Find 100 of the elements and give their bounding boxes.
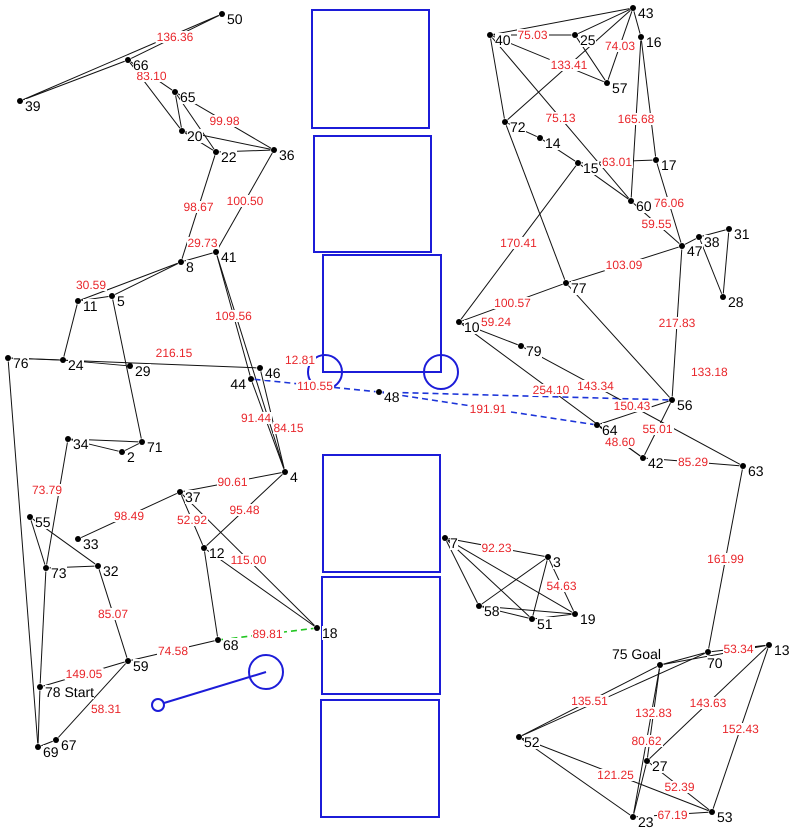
edge-line — [508, 122, 538, 138]
edge-line — [447, 540, 530, 618]
edge-label: 85.29 — [676, 456, 710, 468]
edge-line — [684, 238, 696, 245]
edge-label: 143.63 — [688, 697, 728, 709]
edge-label: 216.15 — [154, 347, 194, 359]
edge-line — [40, 571, 46, 684]
edge-line — [578, 8, 630, 34]
graph-vertex: 4 — [282, 469, 300, 485]
edge-label: 152.43 — [721, 722, 760, 734]
edge-label: 115.00 — [230, 554, 268, 566]
edge-line — [184, 252, 214, 262]
edge-label: 85.07 — [96, 608, 130, 620]
edge-label: 121.25 — [596, 768, 635, 780]
edge-line — [462, 322, 518, 346]
edge-line — [206, 550, 315, 626]
edge-label: 48.60 — [604, 436, 636, 448]
edge-line — [702, 229, 726, 237]
edge-label: 100.50 — [226, 195, 264, 207]
edge-label: 150.43 — [612, 400, 652, 412]
edge-line — [490, 38, 505, 120]
edge-line — [32, 518, 96, 564]
edge-line — [568, 285, 670, 398]
edge-label: 83.10 — [135, 70, 168, 82]
edge-line — [522, 652, 706, 736]
edge-label: 98.67 — [182, 201, 215, 213]
edge-line — [8, 361, 38, 744]
edge-label: 59.55 — [640, 218, 673, 230]
edge-line — [521, 738, 631, 816]
edge-label: 149.05 — [64, 668, 104, 680]
edge-line — [640, 40, 656, 158]
edge-line — [506, 124, 566, 280]
edge-line — [71, 438, 139, 442]
graph-vertex: 2 — [119, 449, 137, 465]
graph-vertex: 7 — [442, 535, 460, 551]
edge-line — [534, 614, 572, 620]
edge-line — [460, 165, 576, 320]
edge-label: 29.73 — [186, 237, 219, 249]
edge-line — [649, 646, 767, 760]
edge-line — [46, 442, 68, 566]
edge-label: 109.56 — [214, 310, 253, 322]
edge-label: 90.61 — [216, 476, 249, 488]
graph-vertex: 3 — [545, 554, 563, 570]
edge-line — [30, 520, 46, 566]
edge-line — [712, 648, 768, 810]
edge-label: 92.23 — [480, 542, 513, 554]
edge-line — [184, 131, 272, 150]
edge-label: 52.92 — [176, 514, 208, 526]
edge-line — [542, 139, 576, 162]
graph-vertex: 8 — [178, 259, 196, 275]
edge-label: 165.68 — [616, 113, 656, 125]
edge-line — [630, 40, 642, 198]
edge-line — [708, 468, 743, 650]
edge-line — [633, 10, 641, 34]
edge-label: 161.99 — [706, 553, 745, 565]
edge-line — [722, 232, 730, 294]
edge-label: 84.15 — [272, 422, 305, 434]
edge-label: 100.57 — [493, 296, 532, 308]
edge-label: 110.55 — [296, 380, 334, 392]
edge-line — [204, 550, 218, 638]
edge-label: 52.39 — [663, 780, 696, 792]
edge-line — [481, 558, 546, 604]
edge-label: 132.83 — [634, 707, 673, 719]
edge-line — [58, 663, 126, 738]
weight-label: 12.81 — [284, 354, 316, 366]
edge-label: 217.83 — [658, 317, 696, 329]
edge-line — [532, 560, 548, 616]
edge-line — [176, 94, 215, 150]
edge-line — [49, 566, 95, 568]
edge-label: 99.98 — [208, 115, 241, 127]
edge-label: 135.51 — [570, 695, 609, 707]
edge-line — [112, 298, 142, 440]
edge-line — [217, 152, 273, 250]
edge-line — [633, 764, 647, 814]
edge-line — [38, 690, 40, 744]
graph-vertex: 5 — [109, 293, 127, 309]
edge-line — [63, 304, 78, 358]
edge-label: 74.58 — [156, 644, 190, 656]
edge-label: 54.63 — [545, 580, 578, 592]
edge-line — [492, 8, 630, 35]
edge-label: 75.13 — [544, 112, 577, 124]
edge-line — [22, 60, 126, 100]
edge-line — [219, 150, 271, 152]
edge-line — [662, 652, 706, 665]
edge-label: 98.49 — [112, 510, 146, 522]
edge-label: 59.24 — [480, 316, 512, 328]
edge-label: 75.03 — [516, 29, 549, 41]
edge-line — [576, 37, 606, 81]
edge-line — [252, 382, 284, 470]
edge-line — [124, 443, 140, 451]
edge-label: 191.91 — [468, 402, 508, 414]
edge-label: 30.59 — [74, 278, 108, 290]
edge-label: 80.62 — [630, 735, 663, 747]
edge-line — [175, 94, 182, 128]
dashed-connector — [382, 391, 669, 401]
edge-line — [182, 494, 316, 626]
edge-line — [448, 539, 572, 613]
edge-line — [700, 240, 722, 294]
edge-label: 73.79 — [30, 484, 64, 496]
edge-line — [114, 263, 178, 295]
